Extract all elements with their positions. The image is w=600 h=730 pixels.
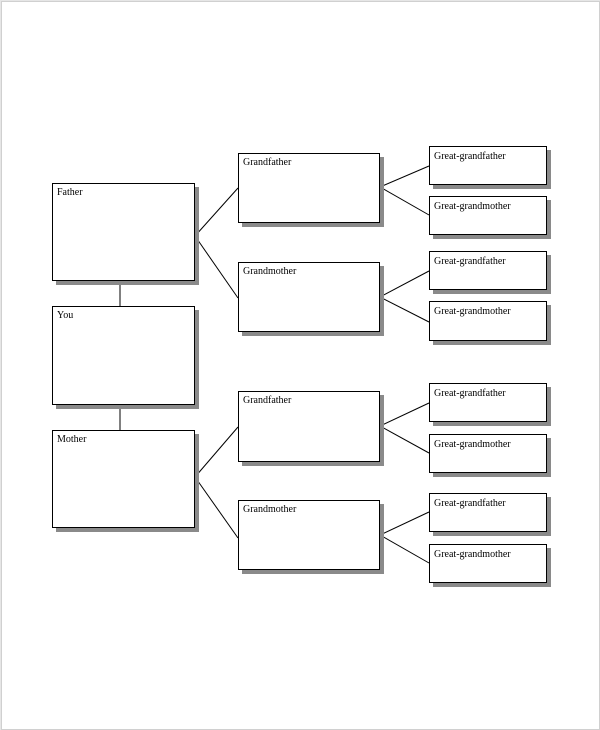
great-grandparent-label: Great-grandmother [434, 549, 511, 560]
connector-gm2-ggf4 [379, 511, 430, 536]
connector-father-grandmother [194, 235, 239, 299]
great-grandparent-box[interactable]: Great-grandfather [429, 493, 547, 532]
you-box[interactable]: You [52, 306, 195, 405]
father-box[interactable]: Father [52, 183, 195, 281]
great-grandparent-label: Great-grandfather [434, 388, 506, 399]
connector-gf2-ggf3 [379, 402, 430, 427]
great-grandparent-label: Great-grandfather [434, 256, 506, 267]
connector-mother-grandmother [194, 476, 239, 539]
mother-label: Mother [57, 434, 87, 445]
connector-gf2-ggm3 [379, 425, 430, 454]
paternal-grandmother-box[interactable]: Grandmother [238, 262, 380, 332]
great-grandparent-box[interactable]: Great-grandfather [429, 251, 547, 290]
connector-mother-grandfather [194, 426, 239, 478]
maternal-grandmother-box[interactable]: Grandmother [238, 500, 380, 570]
great-grandparent-box[interactable]: Great-grandmother [429, 544, 547, 583]
maternal-grandmother-label: Grandmother [243, 504, 297, 515]
maternal-grandfather-box[interactable]: Grandfather [238, 391, 380, 462]
connector-gm2-ggm4 [379, 534, 430, 564]
connector-gm1-ggm2 [379, 296, 430, 323]
great-grandparent-box[interactable]: Great-grandmother [429, 301, 547, 341]
father-label: Father [57, 187, 83, 198]
paternal-grandmother-label: Grandmother [243, 266, 297, 277]
great-grandparent-label: Great-grandmother [434, 306, 511, 317]
you-label: You [57, 310, 74, 321]
mother-box[interactable]: Mother [52, 430, 195, 528]
connector-father-grandfather [194, 187, 239, 237]
great-grandparent-label: Great-grandfather [434, 498, 506, 509]
great-grandparent-label: Great-grandmother [434, 201, 511, 212]
connector-gf1-ggf1 [379, 165, 430, 188]
great-grandparent-label: Great-grandmother [434, 439, 511, 450]
connector-gf1-ggm1 [379, 186, 430, 216]
great-grandparent-label: Great-grandfather [434, 151, 506, 162]
maternal-grandfather-label: Grandfather [243, 395, 292, 406]
paternal-grandfather-box[interactable]: Grandfather [238, 153, 380, 223]
great-grandparent-box[interactable]: Great-grandfather [429, 146, 547, 185]
paternal-grandfather-label: Grandfather [243, 157, 292, 168]
great-grandparent-box[interactable]: Great-grandfather [429, 383, 547, 422]
great-grandparent-box[interactable]: Great-grandmother [429, 196, 547, 235]
connector-gm1-ggf2 [379, 270, 430, 298]
great-grandparent-box[interactable]: Great-grandmother [429, 434, 547, 473]
